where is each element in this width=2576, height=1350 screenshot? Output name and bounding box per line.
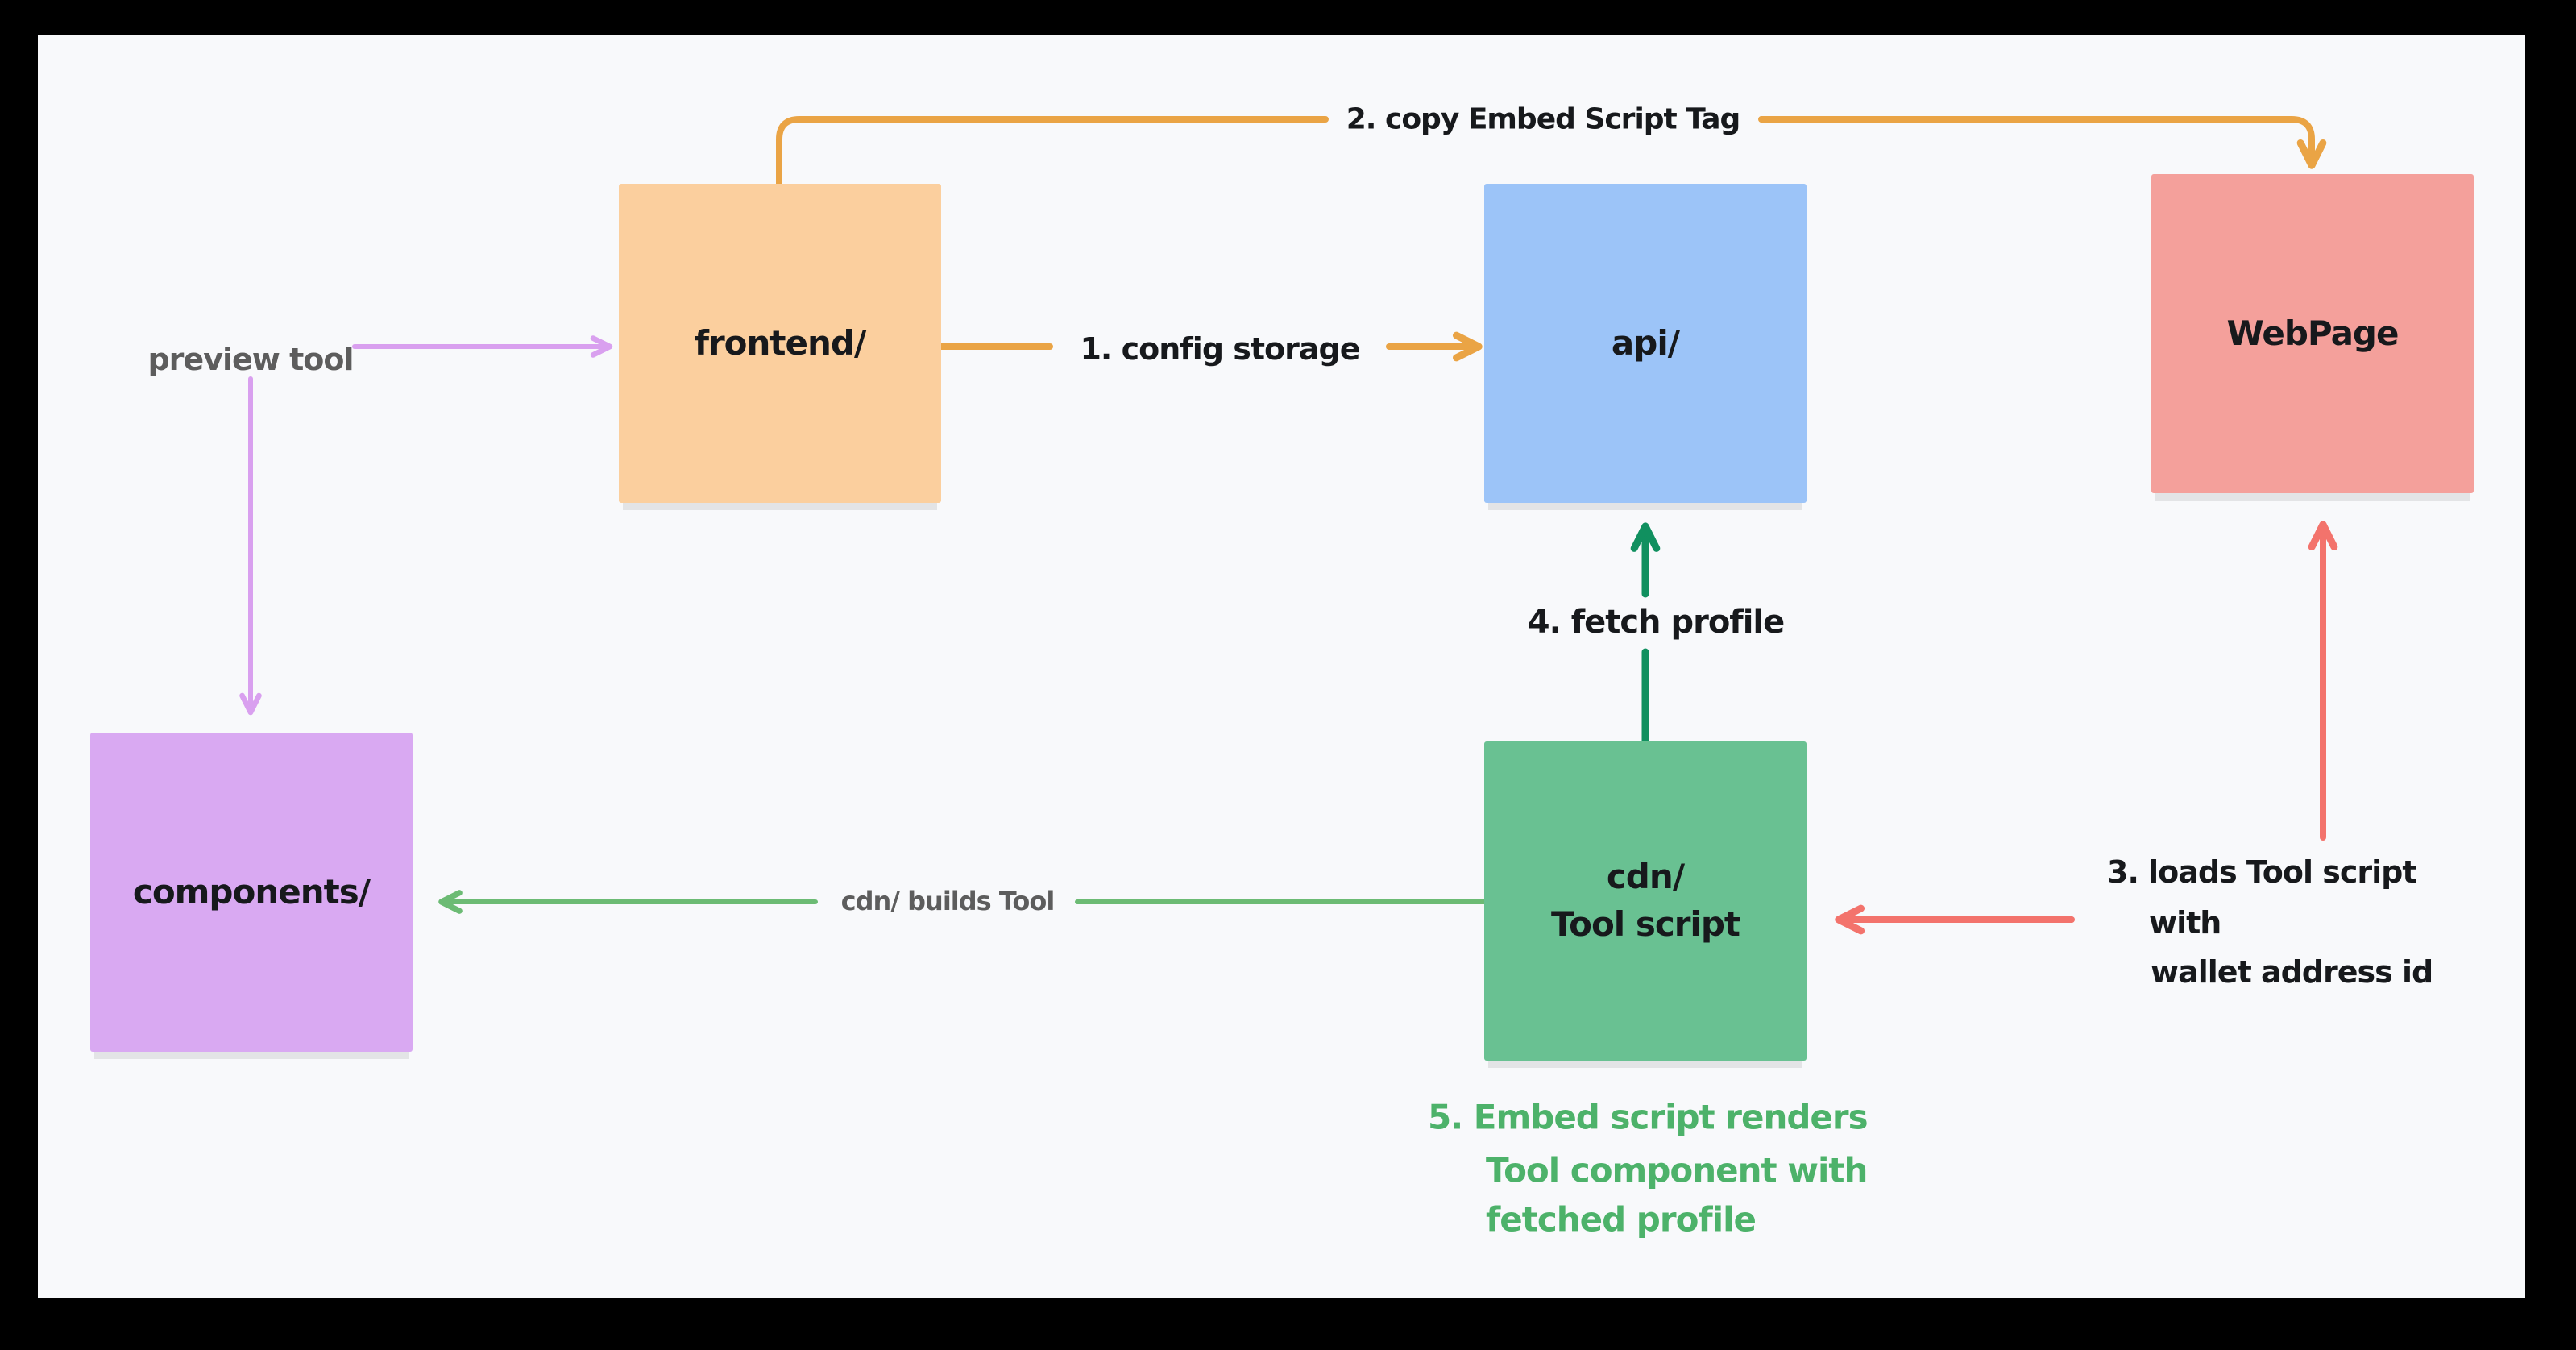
node-api-label: api/: [1611, 322, 1680, 363]
node-components: components/: [90, 733, 413, 1052]
annotation-embed-script-renders-line1: 5. Embed script renders: [1428, 1097, 1869, 1137]
label-config-storage: 1. config storage: [1080, 331, 1360, 367]
diagram-canvas: frontend/ api/ WebPage components/ cdn/ …: [38, 35, 2525, 1298]
node-frontend-label: frontend/: [694, 322, 867, 363]
label-loads-tool-script-line2: with: [2149, 905, 2221, 941]
node-frontend: frontend/: [619, 184, 941, 503]
arrow-copy-embed-left: [776, 116, 1329, 187]
node-cdn: cdn/ Tool script: [1484, 741, 1807, 1061]
arrow-layer: [239, 116, 2338, 935]
node-components-label: components/: [132, 871, 371, 912]
node-webpage: WebPage: [2151, 174, 2474, 493]
label-preview-tool: preview tool: [147, 342, 354, 377]
node-cdn-label-line1: cdn/: [1606, 857, 1685, 897]
label-copy-embed-script: 2. copy Embed Script Tag: [1346, 102, 1741, 136]
arrow-copy-embed-right: [1758, 116, 2327, 169]
annotation-embed-script-renders-line3: fetched profile: [1486, 1199, 1757, 1240]
label-cdn-builds-tool: cdn/ builds Tool: [840, 886, 1056, 916]
node-api: api/: [1484, 184, 1807, 503]
label-loads-tool-script-line3: wallet address id: [2151, 954, 2433, 990]
node-cdn-label-line2: Tool script: [1551, 904, 1740, 944]
node-webpage-label: WebPage: [2226, 313, 2400, 353]
annotation-embed-script-renders-line2: Tool component with: [1486, 1150, 1868, 1190]
label-fetch-profile: 4. fetch profile: [1527, 604, 1786, 641]
label-loads-tool-script-line1: 3. loads Tool script: [2107, 854, 2417, 890]
